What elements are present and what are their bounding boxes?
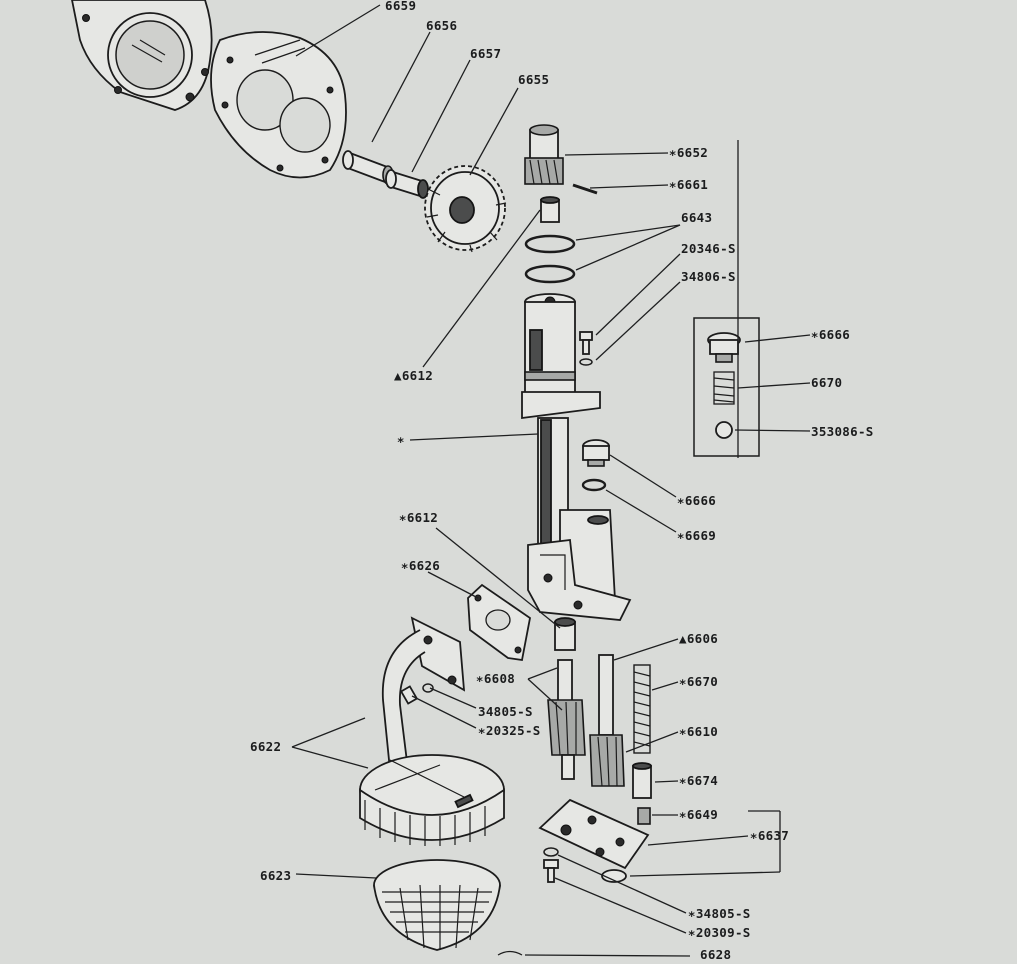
callout-6656: 6656 [426, 18, 457, 33]
pin-6661-part [572, 183, 598, 195]
callout-6612-star: ∗6612 [399, 510, 438, 525]
valve-6649-part [637, 807, 651, 825]
callout-6670-inset: 6670 [811, 375, 842, 390]
callout-6666-inset: ∗6666 [811, 327, 850, 342]
callout-6666-plug: ∗6666 [677, 493, 716, 508]
callout-6661: ∗6661 [669, 177, 708, 192]
callout-6674: ∗6674 [679, 773, 718, 788]
leader-lines [291, 4, 811, 957]
callout-6649: ∗6649 [679, 807, 718, 822]
callout-6626: ∗6626 [401, 558, 440, 573]
callout-20309-s: ∗20309-S [688, 925, 751, 940]
callout-34805-s-upper: 34805-S [478, 704, 533, 719]
bushing-6657-part [385, 169, 429, 199]
gasket-6626-part [467, 583, 531, 662]
sleeve-6612-lower-part [554, 617, 576, 651]
shaft-6608-part [547, 659, 586, 780]
callout-6608: ∗6608 [476, 671, 515, 686]
callout-20325-s: ∗20325-S [478, 723, 541, 738]
callout-6610: ∗6610 [679, 724, 718, 739]
callout-34805-s-lower: ∗34805-S [688, 906, 751, 921]
callout-6657: 6657 [470, 46, 501, 61]
callout-labels: 6659 6656 6657 6655 ∗6652 ∗6661 6643 203… [250, 0, 874, 962]
housing-cover-part [71, 0, 213, 111]
inlet-tube-6622-part [359, 616, 505, 846]
callout-34806-s: 34806-S [681, 269, 736, 284]
callout-6637: ∗6637 [750, 828, 789, 843]
callout-6606: ▲6606 [679, 631, 718, 646]
callout-6659: 6659 [385, 0, 416, 13]
bushing-6656-part [342, 150, 394, 185]
callout-6622: 6622 [250, 739, 281, 754]
ring-6643-part [524, 234, 576, 284]
callout-6623: 6623 [260, 868, 291, 883]
callout-6612-triangle: ▲6612 [394, 368, 433, 383]
bolt-20309-part [543, 847, 559, 883]
pin-6628-part [497, 950, 523, 956]
callout-353086-s: 353086-S [811, 424, 874, 439]
sleeve-6612-part [540, 196, 560, 223]
shaft-6606-part [589, 654, 625, 787]
callout-star-body: ∗ [397, 432, 405, 447]
plunger-6674-part [632, 762, 652, 799]
bolt-20346-part [579, 331, 593, 355]
spring-6670-part [633, 664, 651, 754]
gasket-6659-part [210, 31, 347, 179]
callout-6643: 6643 [681, 210, 712, 225]
callout-6670-spring: ∗6670 [679, 674, 718, 689]
bolt-20325-part [399, 683, 434, 705]
callout-6628: 6628 [700, 947, 731, 962]
pump-body-part [521, 293, 632, 621]
screen-6623-part [373, 859, 501, 951]
callout-6652: ∗6652 [669, 145, 708, 160]
gasket-6669-part [581, 478, 607, 492]
callout-6669: ∗6669 [677, 528, 716, 543]
gear-6655-part [424, 165, 507, 253]
washer-34806-part [579, 358, 593, 366]
plug-6666-part [582, 439, 610, 467]
callout-20346-s: 20346-S [681, 241, 736, 256]
relief-valve-inset [693, 317, 760, 457]
drive-gear-6652-part [524, 124, 564, 185]
cover-plate-6637-part [538, 798, 650, 883]
callout-6655: 6655 [518, 72, 549, 87]
